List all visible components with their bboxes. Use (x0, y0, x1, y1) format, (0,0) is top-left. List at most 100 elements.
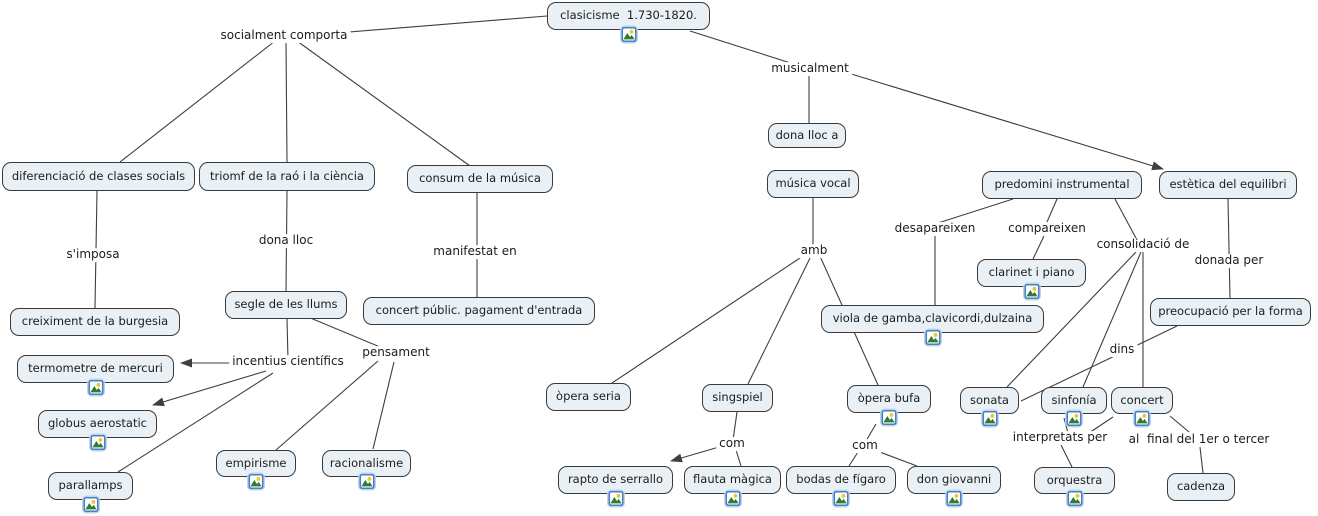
concept-label: cadenza (1176, 479, 1226, 494)
linking-phrase-s-imposa[interactable]: s'imposa (63, 247, 123, 262)
linking-phrase-socialment-comporta[interactable]: socialment comporta (217, 28, 351, 43)
linking-phrase-compareixen[interactable]: compareixen (1005, 221, 1089, 236)
concept-creiximent[interactable]: creiximent de la burgesia (10, 308, 180, 336)
image-resource-icon[interactable] (881, 410, 897, 425)
edge-amb-singspiel (747, 253, 813, 385)
concept-termometre[interactable]: termometre de mercuri (17, 355, 174, 395)
concept-segle[interactable]: segle de les llums (225, 291, 347, 319)
concept-label: sinfonía (1051, 392, 1097, 407)
concept-label: don giovanni (916, 472, 992, 487)
linking-phrase-interpretats-per[interactable]: interpretats per (1009, 430, 1111, 445)
linking-phrase-al-final[interactable]: al final del 1er o tercer (1125, 432, 1273, 447)
concept-rapto[interactable]: rapto de serrallo (558, 466, 673, 506)
concept-singspiel[interactable]: singspiel (702, 384, 773, 412)
concept-viola[interactable]: viola de gamba,clavicordi,dulzaina (821, 305, 1044, 345)
image-resource-icon[interactable] (946, 491, 962, 506)
edge-al-final-cadenza (1199, 446, 1204, 474)
image-resource-icon[interactable] (982, 411, 997, 426)
concept-label: bodas de fígaro (796, 472, 886, 487)
concept-label: flauta màgica (693, 472, 772, 487)
concept-concert[interactable]: concert (1111, 387, 1173, 426)
concept-label: parallamps (58, 478, 123, 493)
concept-label: diferenciació de clases socials (11, 168, 186, 183)
concept-consum[interactable]: consum de la música (407, 165, 553, 193)
concept-label: estètica del equilibri (1169, 177, 1287, 192)
concept-label: empirisme (225, 455, 287, 470)
edge-consolidacio-sinfonia (1082, 251, 1142, 388)
edge-segle-incentius (286, 318, 289, 361)
concept-parallamps[interactable]: parallamps (48, 472, 133, 512)
concept-preocupacio[interactable]: preocupació per la forma (1150, 298, 1311, 326)
concept-label: viola de gamba,clavicordi,dulzaina (832, 311, 1033, 326)
linking-phrase-pensament[interactable]: pensament (359, 345, 433, 360)
concept-sinfonia[interactable]: sinfonía (1041, 387, 1107, 426)
image-resource-icon[interactable] (925, 330, 940, 345)
linking-phrase-consolidacio[interactable]: consolidació de (1093, 237, 1193, 252)
concept-musica-vocal[interactable]: música vocal (767, 170, 859, 198)
concept-estetica[interactable]: estètica del equilibri (1159, 171, 1297, 199)
concept-diferenciacio[interactable]: diferenciació de clases socials (2, 162, 195, 191)
concept-opera-bufa[interactable]: òpera bufa (847, 385, 931, 425)
concept-flauta[interactable]: flauta màgica (684, 466, 781, 506)
concept-label: creiximent de la burgesia (21, 314, 169, 329)
concept-label: segle de les llums (234, 297, 338, 312)
image-resource-icon[interactable] (833, 491, 849, 506)
concept-label: racionalisme (329, 455, 404, 470)
image-resource-icon[interactable] (88, 380, 103, 395)
linking-phrase-manifestat-en[interactable]: manifestat en (430, 244, 520, 259)
concept-triomf[interactable]: triomf de la raó i la ciència (199, 162, 375, 191)
concept-concert-public[interactable]: concert públic. pagament d'entrada (363, 297, 595, 325)
edge-interpretats-per-orquestra (1060, 444, 1073, 468)
concept-globus[interactable]: globus aerostatic (38, 410, 157, 450)
linking-phrase-com-1[interactable]: com (716, 436, 748, 451)
concept-label: consum de la música (419, 171, 541, 186)
concept-label: dona lloc a (775, 127, 839, 142)
concept-clarinet[interactable]: clarinet i piano (977, 259, 1086, 299)
linking-phrase-dins[interactable]: dins (1106, 342, 1138, 357)
edge-concert-interpretats-per (1088, 416, 1114, 434)
linking-phrase-amb[interactable]: amb (797, 243, 831, 258)
concept-label: clasicisme 1.730-1820. (560, 8, 697, 23)
concept-label: orquestra (1046, 472, 1103, 487)
edge-com-1-flauta (735, 449, 742, 467)
concept-orquestra[interactable]: orquestra (1034, 467, 1115, 506)
concept-dona-lloc-a[interactable]: dona lloc a (768, 123, 846, 148)
linking-phrase-incentius[interactable]: incentius científics (229, 354, 347, 369)
linking-phrase-dona-lloc[interactable]: dona lloc (255, 233, 317, 248)
image-resource-icon[interactable] (725, 491, 740, 506)
edge-consolidacio-sonata (1006, 251, 1137, 388)
edge-predomini-consolidacio (1114, 198, 1138, 241)
edge-clasicisme-musicalment (689, 30, 801, 67)
linking-phrase-musicalment[interactable]: musicalment (768, 61, 852, 76)
image-resource-icon[interactable] (83, 497, 98, 512)
image-resource-icon[interactable] (1024, 284, 1039, 299)
image-resource-icon[interactable] (608, 491, 623, 506)
image-resource-icon[interactable] (359, 474, 374, 489)
concept-sonata[interactable]: sonata (960, 387, 1019, 426)
image-resource-icon[interactable] (621, 27, 636, 42)
image-resource-icon[interactable] (1134, 411, 1150, 426)
concept-predomini[interactable]: predomini instrumental (982, 171, 1142, 199)
concept-label: rapto de serrallo (567, 472, 664, 487)
concept-empirisme[interactable]: empirisme (216, 450, 296, 489)
edge-incentius-globus (152, 370, 267, 407)
image-resource-icon[interactable] (1066, 411, 1082, 426)
linking-phrase-com-2[interactable]: com (849, 438, 881, 453)
image-resource-icon[interactable] (90, 435, 105, 450)
linking-phrase-desapareixen[interactable]: desapareixen (891, 221, 979, 236)
edge-compareixen-clarinet (1032, 235, 1045, 260)
concept-label: música vocal (775, 176, 851, 191)
concept-opera-seria[interactable]: òpera seria (546, 383, 631, 411)
concept-label: singspiel (712, 390, 763, 405)
edge-pensament-racionalisme (372, 361, 395, 450)
linking-phrase-donada-per[interactable]: donada per (1191, 253, 1267, 268)
concept-cadenza[interactable]: cadenza (1167, 473, 1235, 501)
concept-don-giovanni[interactable]: don giovanni (907, 466, 1001, 506)
concept-bodas[interactable]: bodas de fígaro (786, 466, 896, 506)
image-resource-icon[interactable] (248, 474, 264, 489)
concept-racionalisme[interactable]: racionalisme (322, 450, 411, 489)
image-resource-icon[interactable] (1067, 491, 1082, 506)
concept-clasicisme[interactable]: clasicisme 1.730-1820. (547, 2, 710, 42)
